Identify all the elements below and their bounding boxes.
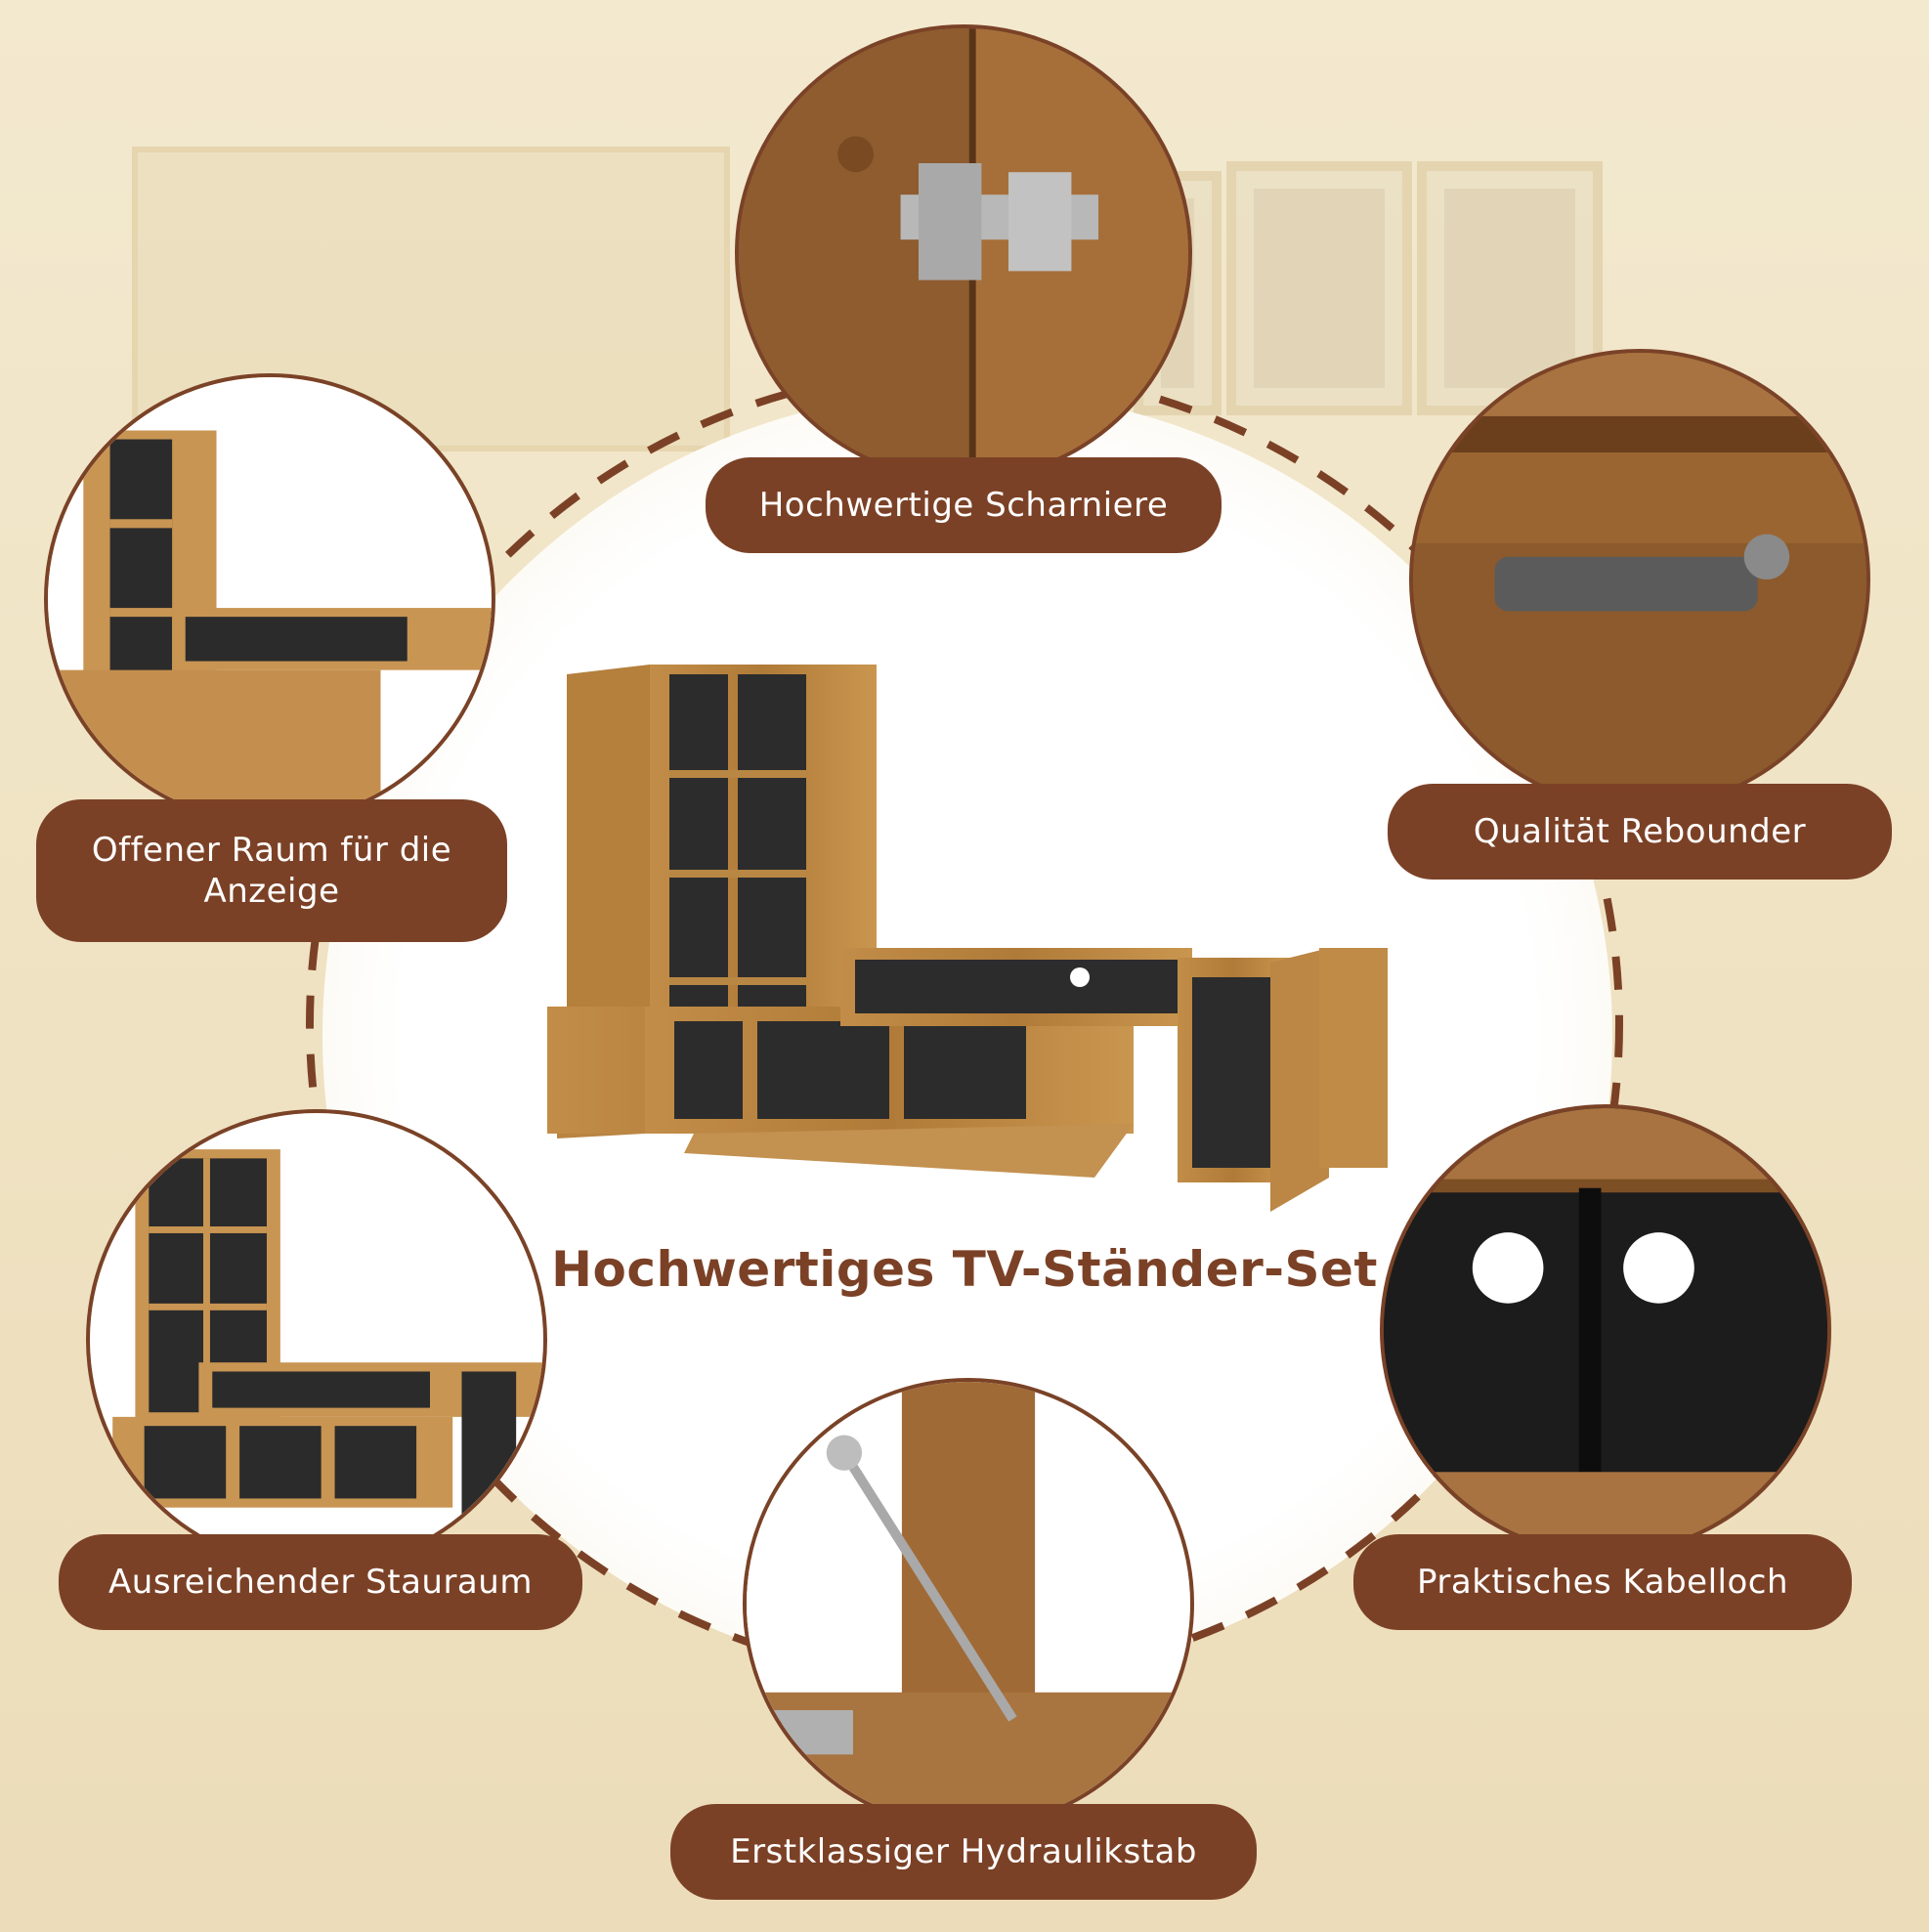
label-rebounder: Qualität Rebounder bbox=[1388, 784, 1892, 880]
storage-detail-photo bbox=[86, 1109, 547, 1570]
label-storage: Ausreichender Stauraum bbox=[59, 1534, 582, 1630]
label-hydraulic-rod: Erstklassiger Hydraulikstab bbox=[670, 1804, 1257, 1900]
label-cable-hole: Praktisches Kabelloch bbox=[1353, 1534, 1852, 1630]
hinge-detail-photo bbox=[735, 24, 1192, 482]
tv-stand-product-image bbox=[547, 665, 1388, 1212]
label-hinges: Hochwertige Scharniere bbox=[706, 457, 1222, 553]
background-picture-frame bbox=[1226, 161, 1412, 415]
main-title: Hochwertiges TV-Ständer-Set bbox=[551, 1241, 1378, 1298]
cable-hole-detail-photo bbox=[1380, 1104, 1831, 1556]
open-space-detail-photo bbox=[44, 373, 495, 825]
rebounder-detail-photo bbox=[1409, 349, 1870, 810]
hydraulic-rod-detail-photo bbox=[743, 1378, 1194, 1829]
label-open-space: Offener Raum für die Anzeige bbox=[36, 799, 507, 942]
